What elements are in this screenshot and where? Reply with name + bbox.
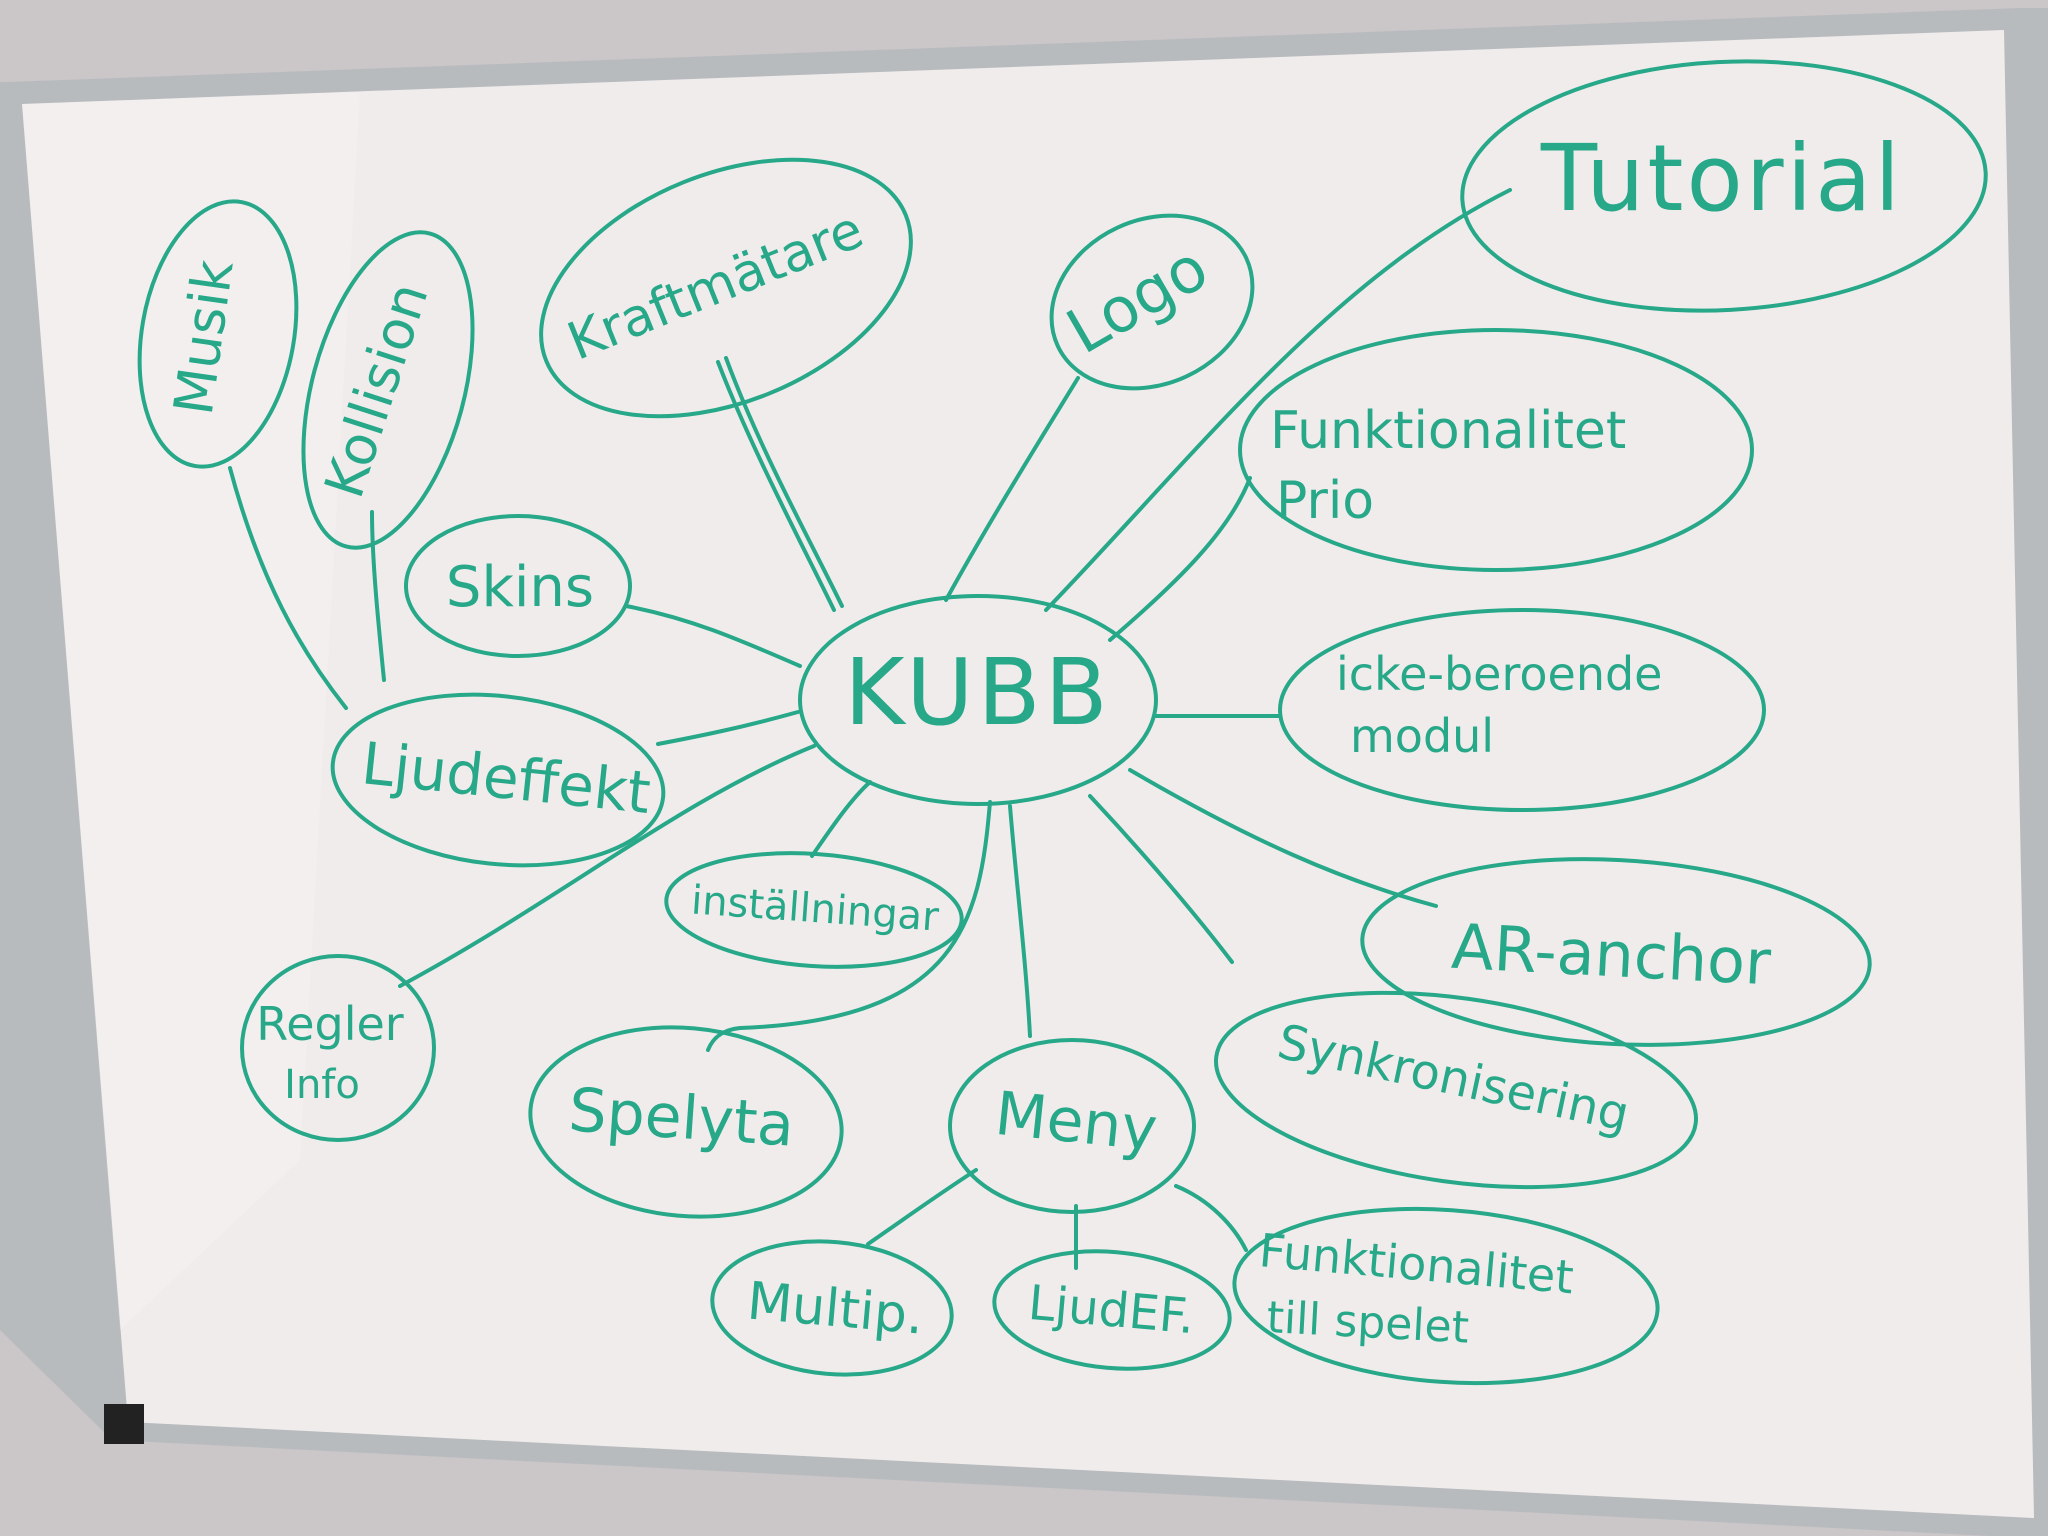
bubble-musik (137, 199, 299, 469)
bubble-funktionalitet-spelet (1232, 1206, 1660, 1386)
edge-meny-funktionalitet-spelet (1174, 1184, 1248, 1252)
bubble-regler-info (240, 954, 436, 1142)
bubble-ar-anchor (1360, 857, 1872, 1047)
board-surface (22, 30, 2034, 1518)
bubble-installningar (664, 851, 964, 969)
edge-ljudeffekt-kollision (370, 510, 386, 682)
label-regler-info-line1: Regler (256, 997, 403, 1051)
label-skins: Skins (446, 555, 594, 620)
edge-kubb-funktionalitet-prio (1108, 476, 1252, 642)
edge-kubb-tutorial (1044, 188, 1512, 612)
edge-kubb-logo (944, 376, 1080, 602)
edge-kubb-synkronisering (1088, 794, 1234, 964)
bubble-kollision (301, 230, 475, 550)
edges (228, 188, 1512, 1270)
label-ar-anchor: AR-anchor (1450, 910, 1773, 1000)
edge-kubb-spelyta (706, 800, 992, 1052)
bubble-synkronisering (1214, 990, 1698, 1190)
bubble-kubb (798, 594, 1158, 806)
bubble-ljudef (992, 1249, 1232, 1371)
label-spelyta: Spelyta (566, 1075, 796, 1161)
edge-kubb-installningar (810, 780, 872, 858)
edge-kubb-skins (624, 604, 802, 668)
frame-corner (104, 1404, 144, 1444)
label-kubb: KUBB (844, 639, 1111, 746)
label-funktionalitet-spelet-line2: till spelet (1265, 1292, 1470, 1354)
edge-meny-multip (866, 1168, 978, 1246)
bubble-spelyta (528, 1025, 844, 1219)
label-regler-info-line2: Info (284, 1062, 360, 1108)
bubble-ljudeffekt (330, 692, 666, 868)
bubble-kraftmatare (539, 157, 913, 419)
edge-kubb-ljudeffekt (656, 710, 800, 746)
label-icke-beroende-line1: icke-beroende (1336, 647, 1662, 701)
label-tutorial: Tutorial (1540, 125, 1903, 232)
bubble-icke-beroende (1278, 608, 1766, 812)
label-funktionalitet-prio-line1: Funktionalitet (1270, 401, 1626, 461)
bubble-skins (404, 514, 632, 658)
label-meny: Meny (992, 1079, 1161, 1166)
edge-ljudeffekt-musik (228, 466, 348, 710)
bubble-logo (1049, 213, 1255, 391)
bubble-tutorial (1460, 59, 1988, 313)
edge-kubb-kraftmatare (724, 356, 844, 608)
edge-kubb-meny (1008, 804, 1032, 1038)
edge-kubb-kraftmatare-2 (716, 360, 836, 612)
bubble-meny (948, 1038, 1196, 1214)
bubbles (137, 59, 1988, 1386)
label-icke-beroende-line2: modul (1350, 709, 1494, 763)
edge-kubb-regler-info (398, 744, 816, 988)
bubble-multip (710, 1239, 954, 1377)
label-funktionalitet-prio-line2: Prio (1276, 471, 1374, 531)
bubble-funktionalitet-prio (1238, 328, 1754, 572)
